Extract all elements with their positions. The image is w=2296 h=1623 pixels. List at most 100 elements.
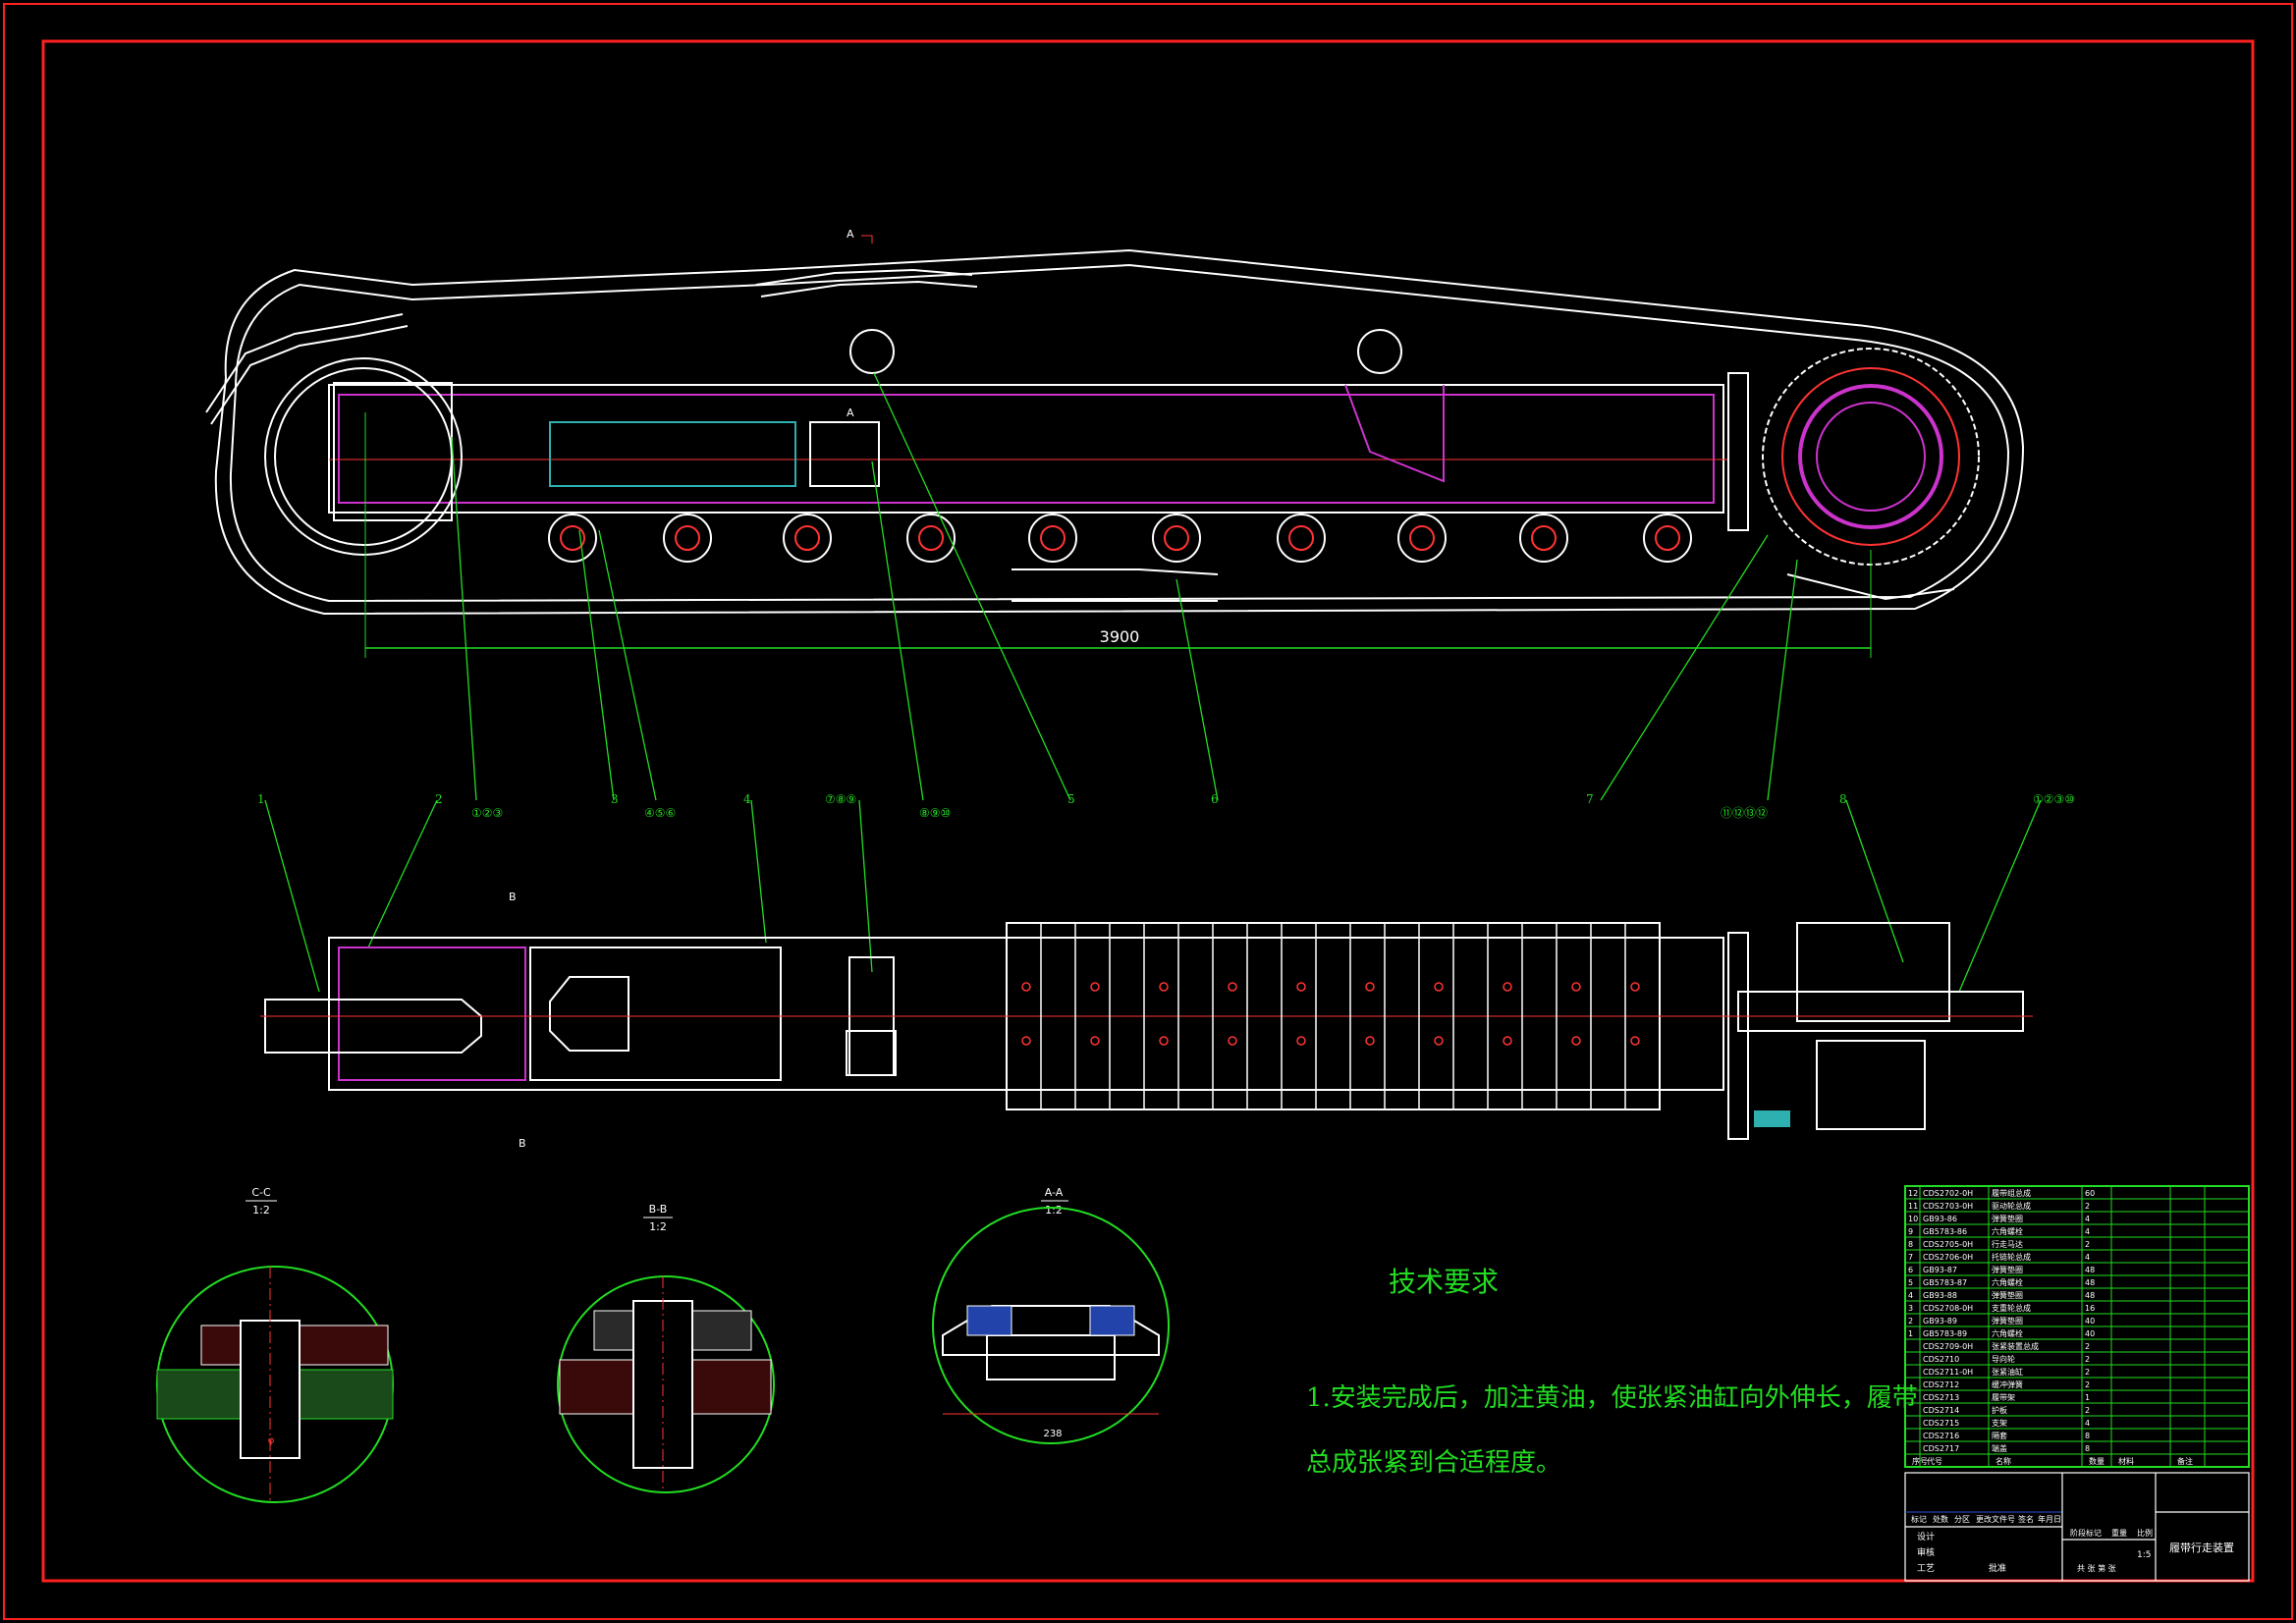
bom-cell: 履带架 xyxy=(1992,1393,2015,1402)
balloon-6: 4 xyxy=(743,792,751,806)
dimension-3900: 3900 xyxy=(364,412,1872,658)
bom-cell: 导向轮 xyxy=(1992,1354,2015,1364)
bom-cell: 弹簧垫圈 xyxy=(1992,1265,2023,1274)
bom-cell: 5 xyxy=(1908,1278,1913,1287)
track-bolts xyxy=(1021,982,1640,1046)
bom-cell: CDS2705-0H xyxy=(1923,1240,1973,1249)
title-weight: 重量 xyxy=(2111,1528,2127,1538)
bom-cell: 40 xyxy=(2085,1317,2095,1325)
bom-cell: CDS2708-0H xyxy=(1923,1304,1973,1313)
bom-cell: 2 xyxy=(1908,1317,1913,1325)
inner-border xyxy=(41,39,2255,1583)
bom-cell: 2 xyxy=(2085,1355,2090,1364)
title-drawing-name: 履带行走装置 xyxy=(2169,1542,2234,1554)
leader-lines xyxy=(264,372,2042,993)
bom-cell: GB93-87 xyxy=(1923,1266,1957,1274)
bom-cell: 2 xyxy=(2085,1202,2090,1211)
title-zone-col: 分区 xyxy=(1954,1515,1970,1524)
bom-cell: CDS2716 xyxy=(1923,1432,1959,1440)
bom-cell: 7 xyxy=(1908,1253,1913,1262)
bom-cell: 2 xyxy=(2085,1368,2090,1377)
balloon-12: ⑪⑫⑬⑫ xyxy=(1721,806,1768,820)
title-date-col: 年月日 xyxy=(2038,1514,2061,1524)
bom-cell: 行走马达 xyxy=(1992,1239,2023,1249)
balloon-labels: 1 2 ①②③ 3 ④⑤⑥ 4 ⑦⑧⑨ ⑧⑨⑩ 5 6 7 ⑪⑫⑬⑫ 8 ①②③… xyxy=(257,792,2075,820)
section-mark-a-mid: A xyxy=(847,406,854,419)
bom-cell: 48 xyxy=(2085,1266,2095,1274)
balloon-11: 7 xyxy=(1586,792,1594,806)
bom-cell: GB5783-87 xyxy=(1923,1278,1967,1287)
bom-cell: 弹簧垫圈 xyxy=(1992,1290,2023,1300)
bom-cell: GB93-86 xyxy=(1923,1215,1957,1223)
title-sheet: 共 张 第 张 xyxy=(2077,1563,2116,1573)
section-mark-b-top: B xyxy=(509,891,517,903)
title-check: 审核 xyxy=(1917,1546,1935,1558)
bom-cell: 隔套 xyxy=(1992,1431,2007,1440)
bom-cell: 护板 xyxy=(1992,1405,2007,1415)
bom-cell: GB93-89 xyxy=(1923,1317,1957,1325)
section-aa-title: A-A xyxy=(1045,1186,1064,1199)
bom-cell: CDS2712 xyxy=(1923,1380,1959,1389)
bom-cell: 支架 xyxy=(1992,1418,2007,1428)
balloon-10: 6 xyxy=(1211,792,1219,806)
bom-cell: 12 xyxy=(1908,1189,1918,1198)
bom-cell: CDS2717 xyxy=(1923,1444,1959,1453)
tech-req-line1: 1.安装完成后，加注黄油，使张紧油缸向外伸长，履带 xyxy=(1306,1383,1918,1413)
bom-cell: 履带组总成 xyxy=(1992,1188,2031,1198)
bom-cell: 4 xyxy=(1908,1291,1913,1300)
bom-cell: 2 xyxy=(2085,1406,2090,1415)
section-mark-a-top: A xyxy=(847,228,854,241)
bom-cell: 8 xyxy=(2085,1432,2090,1440)
balloon-8: ⑧⑨⑩ xyxy=(919,806,951,820)
bom-cell: 8 xyxy=(2085,1444,2090,1453)
bom-cell: GB5783-89 xyxy=(1923,1329,1967,1338)
bom-cell: 端盖 xyxy=(1992,1443,2007,1453)
balloon-4: 3 xyxy=(611,792,619,806)
section-bb-title: B-B xyxy=(649,1203,668,1216)
balloon-9: 5 xyxy=(1067,792,1075,806)
bom-cell: 2 xyxy=(2085,1342,2090,1351)
section-cc-scale: 1:2 xyxy=(252,1204,270,1217)
section-cc-dimension: φ xyxy=(268,1435,275,1446)
bom-cell: 2 xyxy=(2085,1380,2090,1389)
bom-cell: CDS2710 xyxy=(1923,1355,1959,1364)
title-craft: 工艺 xyxy=(1917,1563,1935,1574)
balloon-13: 8 xyxy=(1839,792,1847,806)
bom-cell: 9 xyxy=(1908,1227,1913,1236)
bom-cell: 48 xyxy=(2085,1278,2095,1287)
section-cc-title: C-C xyxy=(251,1186,271,1199)
title-sign-col: 签名 xyxy=(2018,1514,2034,1524)
bom-cell: 8 xyxy=(1908,1240,1913,1249)
bom-cell: 1 xyxy=(1908,1329,1913,1338)
bom-cell: 张紧装置总成 xyxy=(1992,1341,2039,1351)
bom-cell: 11 xyxy=(1908,1202,1918,1211)
bom-cell: 4 xyxy=(2085,1253,2090,1262)
track-shoe-grousers xyxy=(1040,923,1626,1109)
section-aa-dimension: 238 xyxy=(1043,1429,1062,1439)
bom-cell: 张紧油缸 xyxy=(1992,1367,2023,1377)
section-bb-scale: 1:2 xyxy=(649,1220,667,1233)
bom-cell: 托链轮总成 xyxy=(1992,1252,2031,1262)
balloon-1: 1 xyxy=(257,792,265,806)
bom-cell: CDS2714 xyxy=(1923,1406,1959,1415)
bom-cell: CDS2715 xyxy=(1923,1419,1959,1428)
bom-cell: 驱动轮总成 xyxy=(1992,1201,2031,1211)
bom-cell: 48 xyxy=(2085,1291,2095,1300)
section-bb: B-B 1:2 xyxy=(557,1203,775,1493)
bom-cell: 40 xyxy=(2085,1329,2095,1338)
title-stage: 阶段标记 xyxy=(2070,1528,2102,1538)
outer-border xyxy=(3,3,2293,1620)
bom-cell: 六角螺栓 xyxy=(1992,1328,2023,1338)
bom-cell: 4 xyxy=(2085,1215,2090,1223)
bom-cell: 4 xyxy=(2085,1419,2090,1428)
dimension-3900-label: 3900 xyxy=(1100,627,1140,646)
technical-requirements: 技术要求 1.安装完成后，加注黄油，使张紧油缸向外伸长，履带 总成张紧到合适程度… xyxy=(1306,1266,1918,1478)
bom-cell: CDS2709-0H xyxy=(1923,1342,1973,1351)
section-cc: C-C 1:2 φ xyxy=(156,1186,394,1503)
bom-cell: 弹簧垫圈 xyxy=(1992,1316,2023,1325)
bom-header-cell: 材料 xyxy=(2118,1456,2134,1466)
title-mark-col: 标记 xyxy=(1911,1514,1927,1524)
track-chain-fragments xyxy=(205,268,1955,602)
